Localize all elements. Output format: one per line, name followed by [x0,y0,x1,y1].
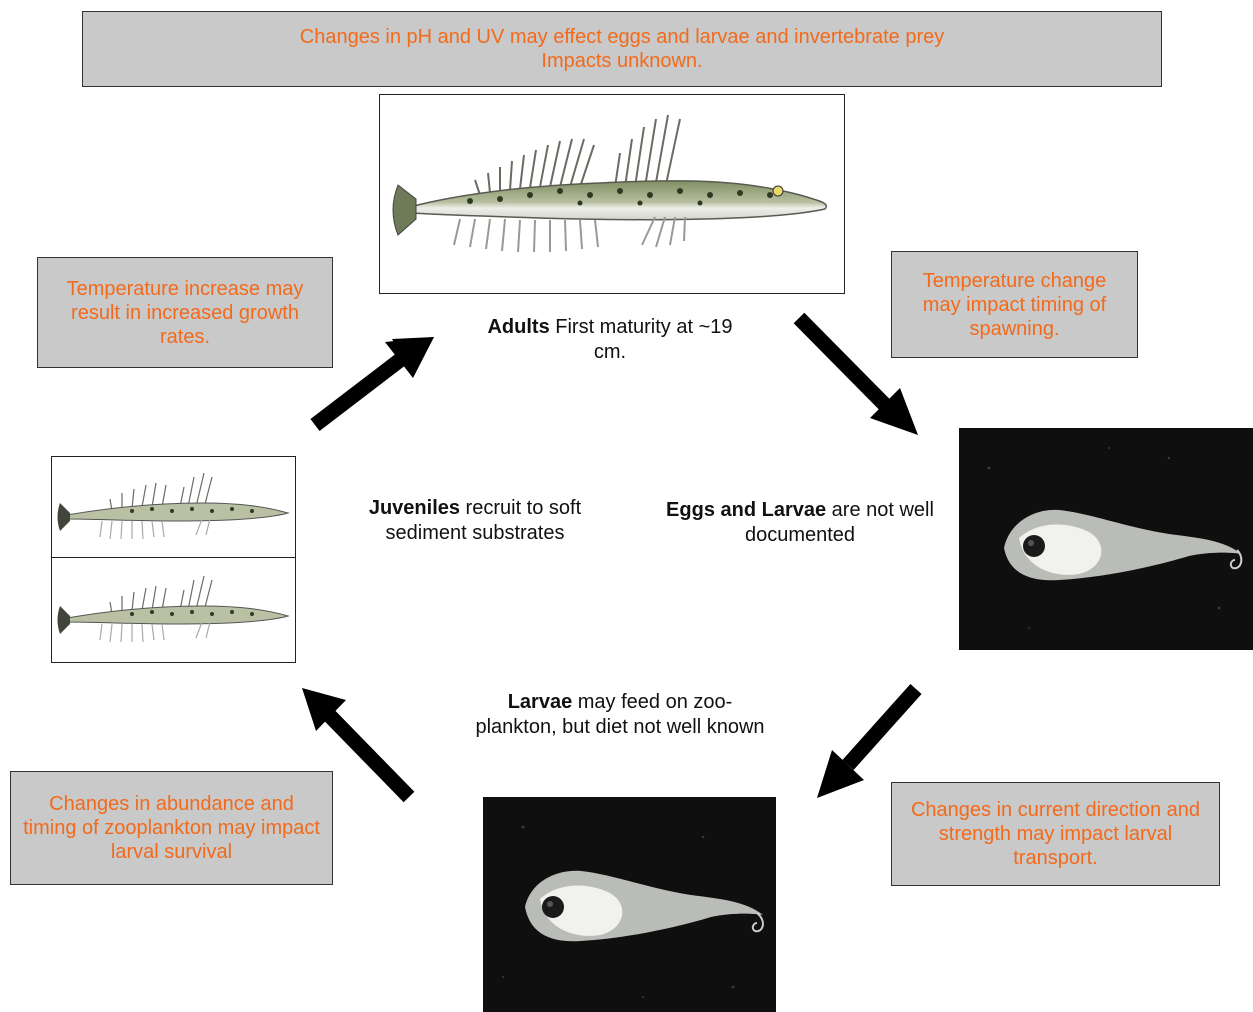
larvae-stage-text: Larvae may feed on zoo-plankton, but die… [470,690,770,740]
adults-label: Adults [487,316,550,338]
juveniles-description: recruit to soft sediment substrates [385,497,582,544]
juveniles-stage-text: Juveniles recruit to soft sediment subst… [335,496,615,546]
climate-impact-box-spawning: Temperature change may impact timing of … [891,251,1138,358]
climate-impact-currents-text: Changes in current direction and strengt… [910,799,1201,869]
juvenile-fish-image-top [51,456,296,558]
eggs-larvae-stage-text: Eggs and Larvae are not well documented [650,498,950,548]
climate-impact-top-line2: Impacts unknown. [541,50,703,72]
eggs-larvae-description: are not well documented [744,499,934,546]
adults-stage-text: Adults First maturity at ~19 cm. [470,315,750,365]
climate-impact-box-zooplankton: Changes in abundance and timing of zoopl… [10,771,333,885]
eggs-larvae-label: Eggs and Larvae [666,499,827,521]
climate-impact-spawning-text: Temperature change may impact timing of … [922,269,1107,340]
climate-impact-zooplankton-text: Changes in abundance and timing of zoopl… [23,793,320,863]
adults-description: First maturity at ~19 cm. [549,316,733,363]
juveniles-label: Juveniles [368,497,460,519]
climate-impact-growth-text: Temperature increase may result in incre… [66,277,304,348]
climate-impact-box-currents: Changes in current direction and strengt… [891,782,1220,886]
juvenile-fish-illustration-bottom [57,575,290,643]
larvae-photo [483,797,776,1012]
juvenile-fish-illustration-top [57,472,290,540]
larva-photo-illustration-bottom [483,797,776,1012]
climate-impact-box-top: Changes in pH and UV may effect eggs and… [82,11,1162,87]
larvae-label: Larvae [507,691,573,713]
adult-fish-illustration [392,114,827,253]
climate-impact-top-line1: Changes in pH and UV may effect eggs and… [299,26,945,48]
larvae-description: may feed on zoo-plankton, but diet not w… [475,691,765,738]
climate-impact-box-growth: Temperature increase may result in incre… [37,257,333,368]
adult-fish-image [379,94,845,294]
juvenile-fish-image-bottom [51,557,296,663]
larva-photo-illustration-right [959,428,1253,650]
eggs-larvae-photo [959,428,1253,650]
